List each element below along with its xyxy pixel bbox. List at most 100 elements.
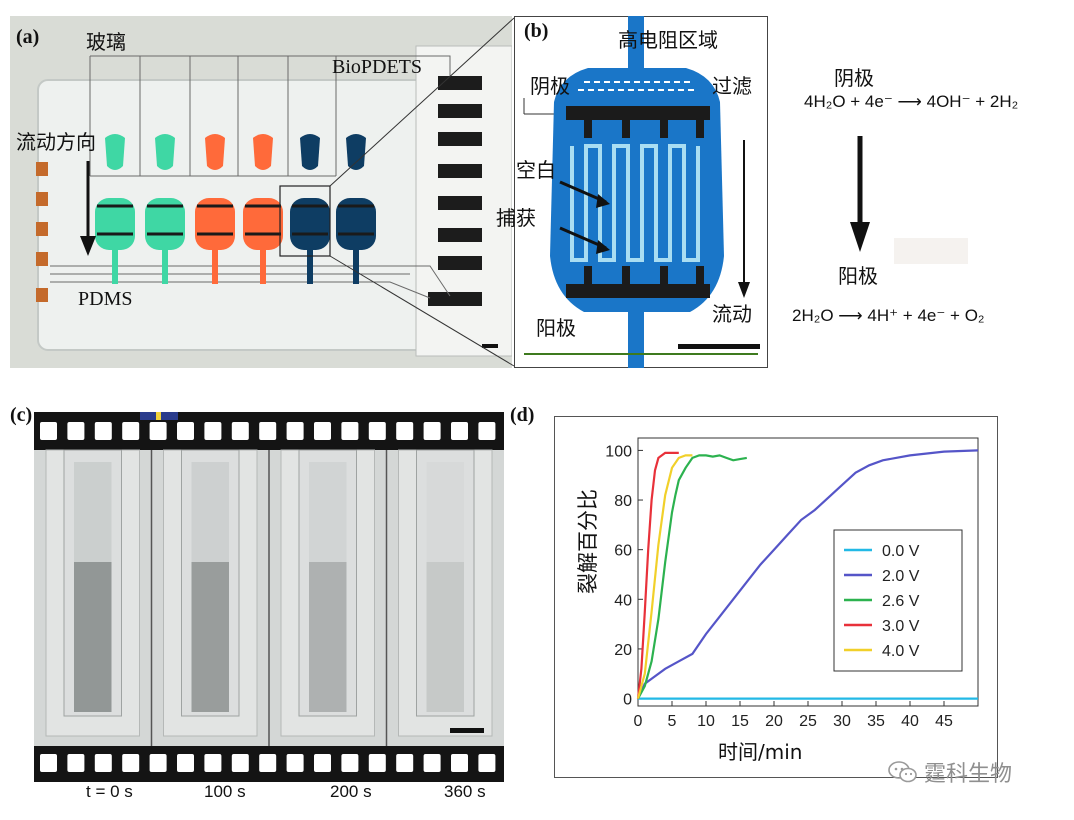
y-tick-label: 40 (614, 592, 632, 609)
x-tick-label: 0 (634, 713, 643, 730)
anode-label-b: 阳极 (536, 316, 576, 340)
series-line (636, 449, 979, 700)
series-line (636, 451, 679, 699)
sprocket-hole (396, 754, 414, 772)
reaction-arrow (850, 136, 870, 252)
x-tick-label: 45 (935, 713, 953, 730)
sprocket-hole (451, 754, 468, 772)
flow-label-b: 流动 (712, 302, 752, 326)
x-tick-label: 15 (731, 713, 749, 730)
sprocket-hole (341, 422, 359, 440)
electrode-pads-left (36, 162, 48, 302)
placeholder-box (894, 238, 968, 264)
sprocket-hole (67, 422, 85, 440)
y-tick-label: 0 (623, 692, 632, 709)
panel-b: (b) 高电阻区域 阴极 过滤 空白 捕获 流动 阳极 (496, 16, 768, 368)
sprocket-hole (40, 754, 57, 772)
wechat-icon (888, 761, 917, 783)
y-tick-label: 60 (614, 543, 632, 560)
chart-xlabel: 时间/min (718, 736, 802, 765)
sprocket-hole (478, 754, 496, 772)
sprocket-hole (149, 754, 167, 772)
x-tick-label: 20 (765, 713, 783, 730)
scale-bar-b (678, 344, 760, 349)
sprocket-hole (314, 422, 331, 440)
y-tick-label: 20 (614, 642, 632, 659)
pdms-label: PDMS (78, 288, 133, 310)
time-label: 200 s (330, 782, 372, 801)
x-tick-label: 5 (668, 713, 677, 730)
watermark: 霆科生物 (888, 756, 1012, 788)
legend-label: 2.6 V (882, 593, 920, 610)
biopdets-label: BioPDETS (332, 56, 423, 78)
time-frame (268, 449, 375, 746)
legend-label: 4.0 V (882, 643, 920, 660)
sprocket-hole (231, 754, 249, 772)
sprocket-hole (204, 754, 222, 772)
high-resistance-label: 高电阻区域 (618, 28, 718, 52)
time-labels: t = 0 s 100 s 200 s 360 s (34, 782, 504, 806)
time-frame (385, 449, 493, 746)
sprocket-hole (259, 754, 277, 772)
panel-a: (a) 玻璃 BioPDETS 流动方向 PDMS (10, 16, 513, 368)
microchambers (95, 134, 376, 284)
reactions: 阴极 4H₂O + 4e⁻ ⟶ 4OH⁻ + 2H₂ 阳极 2H₂O ⟶ 4H⁺… (774, 16, 1070, 368)
legend-label: 0.0 V (882, 543, 920, 560)
cathode-equation: 4H₂O + 4e⁻ ⟶ 4OH⁻ + 2H₂ (804, 92, 1019, 111)
panel-a-photo (10, 16, 513, 368)
sprocket-hole (231, 422, 249, 440)
x-tick-label: 10 (697, 713, 715, 730)
legend-label: 2.0 V (882, 568, 920, 585)
sprocket-hole (94, 754, 112, 772)
panel-a-label: (a) (16, 26, 40, 48)
watermark-text: 霆科生物 (924, 762, 1013, 787)
sprocket-hole (341, 754, 359, 772)
filter-label: 过滤 (712, 74, 752, 98)
sprocket-hole (149, 422, 167, 440)
capture-label: 捕获 (496, 206, 536, 230)
sprocket-hole (368, 754, 386, 772)
sprocket-hole (368, 422, 386, 440)
electrode-pads-right (428, 76, 482, 306)
sprocket-hole (286, 422, 304, 440)
panel-b-label: (b) (524, 20, 549, 42)
panel-b-diagram (514, 16, 768, 368)
sprocket-hole (177, 754, 194, 772)
series-line (636, 454, 693, 699)
flow-arrow (80, 161, 96, 256)
anode-equation: 2H₂O ⟶ 4H⁺ + 4e⁻ + O₂ (792, 306, 985, 325)
cell-region (74, 562, 112, 712)
sprocket-hole (451, 422, 468, 440)
sprocket-hole (40, 422, 57, 440)
sprocket-hole (67, 754, 85, 772)
sprocket-hole (314, 754, 331, 772)
cell-region (426, 562, 464, 712)
legend-label: 3.0 V (882, 618, 920, 635)
film-strip (34, 412, 504, 782)
sprocket-hole (259, 422, 277, 440)
cathode-reaction-label: 阴极 (834, 66, 874, 90)
y-tick-label: 80 (614, 493, 632, 510)
sprocket-hole (122, 754, 140, 772)
flow-direction-label: 流动方向 (16, 130, 96, 154)
sprocket-hole (423, 754, 441, 772)
x-tick-label: 30 (833, 713, 851, 730)
sprocket-hole (94, 422, 112, 440)
sprocket-hole (286, 754, 304, 772)
zoom-selection-box (279, 185, 331, 257)
panel-c: (c) t = 0 s 100 s 200 s 360 s (10, 404, 504, 806)
glass-label: 玻璃 (86, 30, 126, 54)
time-frame (150, 449, 258, 746)
x-tick-label: 40 (901, 713, 919, 730)
scale-bar-c (450, 728, 484, 733)
sprocket-hole (396, 422, 414, 440)
cathode-label-b: 阴极 (530, 74, 570, 98)
time-label: t = 0 s (86, 782, 133, 801)
sprocket-hole (122, 422, 140, 440)
cell-region (191, 562, 229, 712)
cell-region (309, 562, 347, 712)
sprocket-hole (423, 422, 441, 440)
panel-c-label: (c) (10, 404, 33, 426)
time-frame (45, 449, 140, 737)
